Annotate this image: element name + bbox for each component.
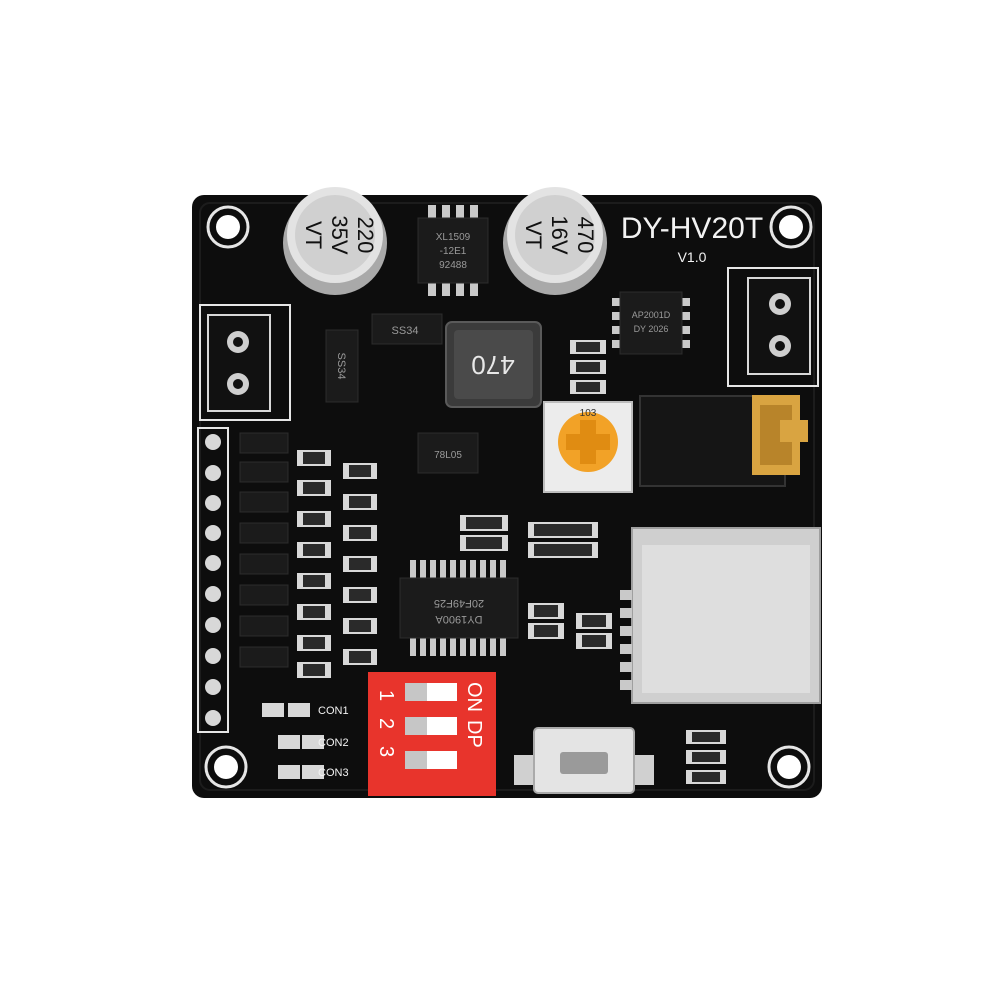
capacitor-470uf: 470 16V VT [503, 187, 607, 295]
pcb-edge [199, 202, 815, 791]
dip-switch: 1 2 3 ON DP [368, 672, 496, 796]
inductor-470: 470 [445, 321, 542, 408]
board-model: DY-HV20T [621, 212, 763, 245]
svg-text:SS34: SS34 [335, 353, 347, 380]
svg-text:103: 103 [580, 408, 597, 419]
svg-text:92488: 92488 [439, 260, 467, 271]
capacitor-220uf: 220 35V VT [283, 187, 387, 295]
dip-switch-dp-label: DP [463, 720, 485, 748]
dip-switch-number: 3 [375, 746, 397, 757]
svg-text:SS34: SS34 [392, 325, 419, 337]
con-label: CON2 [318, 737, 349, 749]
trimmer-potentiometer: 103 [543, 401, 633, 493]
main-ic: DY1900A 20F49F25 [399, 560, 519, 656]
dip-switch-number: 2 [375, 718, 397, 729]
svg-text:DY 2026: DY 2026 [634, 324, 669, 334]
board-version: V1.0 [678, 249, 707, 265]
diode-array [239, 432, 289, 668]
svg-text:-12E1: -12E1 [440, 246, 467, 257]
con-jumpers: CON1 CON2 CON3 [262, 703, 349, 779]
capacitor-voltage: 35V [327, 215, 352, 254]
capacitor-value: 470 [573, 217, 598, 254]
con-label: CON3 [318, 767, 349, 779]
svg-text:470: 470 [471, 350, 514, 380]
dip-switch-number: 1 [375, 690, 397, 701]
ldo-regulator: 78L05 [417, 432, 479, 474]
mounting-holes [204, 205, 813, 789]
diode-ss34-horizontal: SS34 [371, 313, 443, 345]
svg-text:78L05: 78L05 [434, 450, 462, 461]
amplifier-ic: AP2001D DY 2026 [612, 291, 690, 355]
screw-terminal-right [727, 267, 819, 387]
svg-text:20F49F25: 20F49F25 [434, 597, 484, 609]
svg-text:DY1900A: DY1900A [435, 613, 483, 625]
sd-card-slot [620, 527, 821, 704]
diode-ss34-vertical: SS34 [325, 329, 359, 403]
svg-text:AP2001D: AP2001D [632, 310, 671, 320]
capacitor-value: 220 [353, 217, 378, 254]
smd-components [297, 340, 726, 784]
header-pins [197, 427, 229, 733]
capacitor-voltage: 16V [547, 215, 572, 254]
capacitor-series: VT [521, 221, 546, 249]
audio-jack [639, 395, 808, 487]
dip-switch-on-label: ON [463, 682, 485, 712]
micro-usb-port [514, 727, 654, 794]
screw-terminal-left [199, 304, 291, 421]
capacitor-series: VT [301, 221, 326, 249]
regulator-ic: XL1509 -12E1 92488 [417, 205, 489, 296]
con-label: CON1 [318, 705, 349, 717]
svg-text:XL1509: XL1509 [436, 232, 471, 243]
